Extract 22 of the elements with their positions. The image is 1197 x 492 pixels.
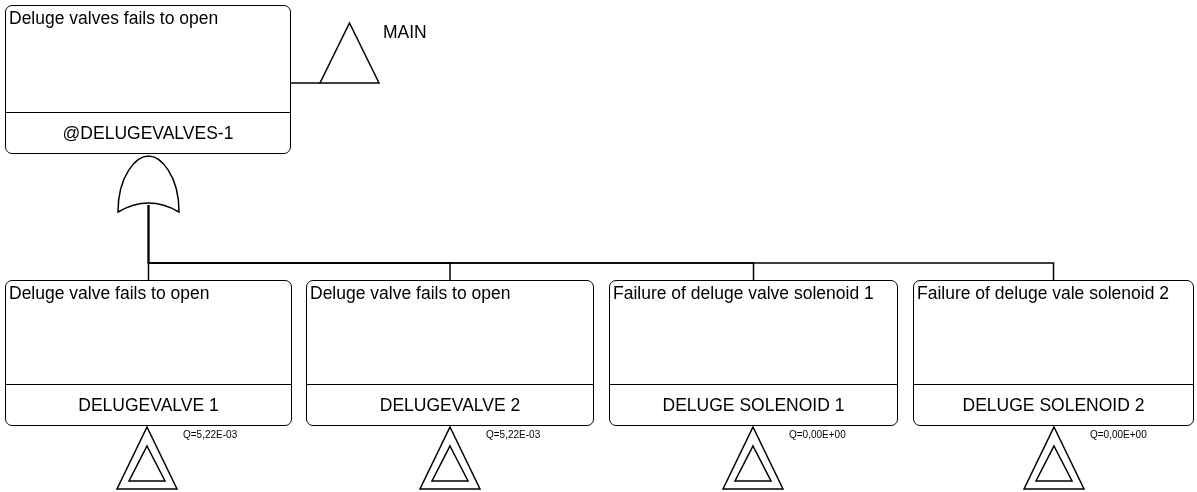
event-description: Failure of deluge valve solenoid 1 [613,283,875,304]
event-id: DELUGEVALVE 2 [307,384,593,425]
event-box [609,280,898,426]
event-box [306,280,594,426]
event-id: DELUGEVALVE 1 [6,384,291,425]
event-box [5,5,291,154]
event-description: Deluge valve fails to open [9,283,211,304]
probability-label: Q=0,00E+00 [789,429,846,440]
event-description: Deluge valve fails to open [310,283,512,304]
connector-line [147,204,1055,281]
event-description: Deluge valves fails to open [9,8,220,29]
event-id: @DELUGEVALVES-1 [6,112,290,153]
transfer-label: MAIN [383,22,427,43]
event-id: DELUGE SOLENOID 1 [610,384,897,425]
probability-label: Q=5,22E-03 [183,429,238,440]
event-id: DELUGE SOLENOID 2 [914,384,1193,425]
event-box [5,280,292,426]
connector-line [290,82,321,84]
probability-label: Q=5,22E-03 [486,429,541,440]
event-box [913,280,1194,426]
event-description: Failure of deluge vale solenoid 2 [917,283,1170,304]
probability-label: Q=0,00E+00 [1090,429,1147,440]
